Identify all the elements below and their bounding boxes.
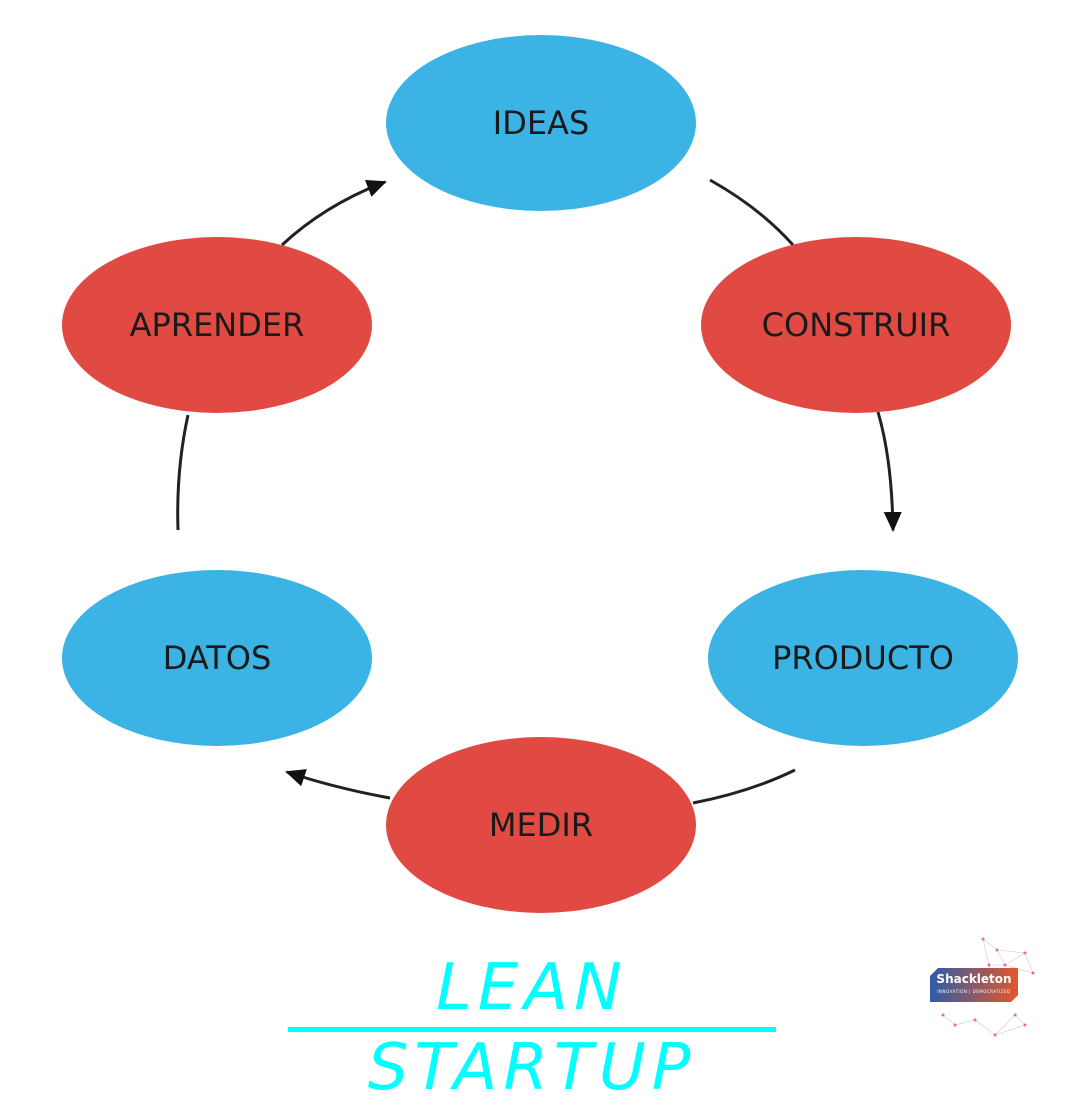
- node-producto: PRODUCTO: [708, 570, 1018, 746]
- node-label-medir: MEDIR: [489, 806, 593, 844]
- node-ideas: IDEAS: [386, 35, 696, 211]
- edge-ideas-construir: [709, 178, 795, 246]
- node-ellipse-datos: [62, 570, 372, 746]
- logo-badge: [930, 968, 1018, 1002]
- edge-medir-datos: [285, 769, 391, 800]
- node-label-construir: CONSTRUIR: [762, 306, 951, 344]
- diagram-nodes: IDEAS CONSTRUIR PRODUCTO MEDIR DATOS APRENDER: [62, 35, 1018, 913]
- title-underline: [288, 1027, 776, 1032]
- shackleton-logo: Shackleton INNOVATION | DEMOCRATIZED: [930, 937, 1035, 1037]
- node-ellipse-aprender: [62, 237, 372, 413]
- logo-name: Shackleton: [936, 972, 1012, 986]
- node-ellipse-ideas: [386, 35, 696, 211]
- node-datos: DATOS: [62, 570, 372, 746]
- edge-datos-aprender: [176, 414, 190, 531]
- node-label-ideas: IDEAS: [493, 104, 590, 142]
- node-label-aprender: APRENDER: [130, 306, 305, 344]
- lean-cycle-diagram: IDEAS CONSTRUIR PRODUCTO MEDIR DATOS APRENDER: [62, 35, 1018, 913]
- node-ellipse-medir: [386, 737, 696, 913]
- edge-producto-medir: [692, 768, 796, 805]
- logo-tagline: INNOVATION | DEMOCRATIZED: [937, 989, 1011, 994]
- node-ellipse-construir: [701, 237, 1011, 413]
- edge-construir-producto: [876, 411, 902, 532]
- node-aprender: APRENDER: [62, 237, 372, 413]
- node-medir: MEDIR: [386, 737, 696, 913]
- node-label-producto: PRODUCTO: [772, 639, 954, 677]
- node-label-datos: DATOS: [163, 639, 272, 677]
- node-ellipse-producto: [708, 570, 1018, 746]
- node-construir: CONSTRUIR: [701, 237, 1011, 413]
- edge-aprender-ideas: [280, 180, 387, 247]
